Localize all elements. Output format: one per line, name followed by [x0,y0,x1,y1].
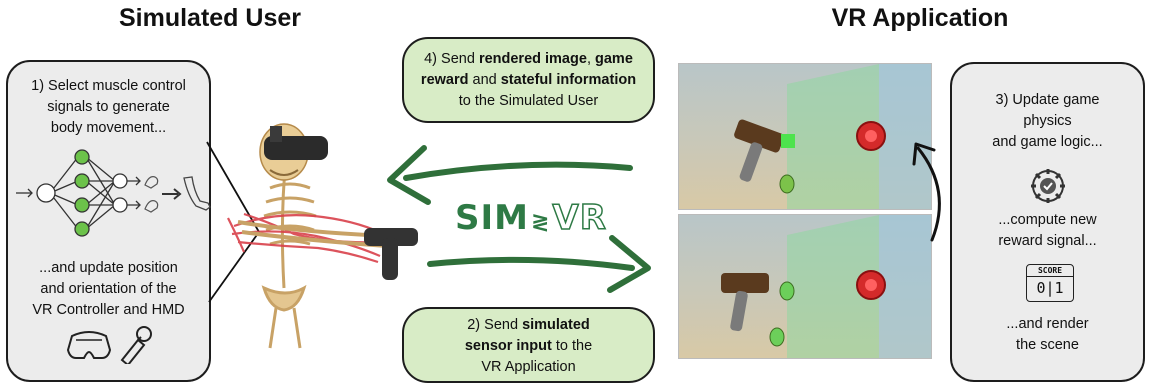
bold-span: simulated [522,317,590,333]
step3-line: and game logic... [992,134,1103,150]
step2-bubble: 2) Send simulated sensor input to the VR… [402,307,655,383]
text-span: 2) Send [467,317,523,333]
step1-text: 1) Select muscle control signals to gene… [8,76,209,139]
step2-line1: 2) Send simulated [404,315,653,336]
scene-graphics [721,215,931,358]
muscle-icon [144,176,159,213]
step1-line: 1) Select muscle control [31,78,186,94]
step3-line: the scene [1016,337,1079,353]
step4-line2: reward and stateful information [404,70,653,91]
step3b-text: ...compute new reward signal... [952,210,1143,252]
step1b-line: VR Controller and HMD [32,302,185,318]
step3c-text: ...and render the scene [952,314,1143,356]
step3-line: physics [1023,113,1072,129]
scoreboard-icon: SCORE 0|1 [1026,264,1074,302]
logo-sim: SIM [455,198,529,238]
step3-line: ...compute new [998,212,1097,228]
step3-line: 3) Update game [995,92,1100,108]
step4-line1: 4) Send rendered image, game [404,49,653,70]
skeleton-figure [227,123,418,349]
vr-scene-top [678,63,932,210]
neural-network-icon [16,149,211,237]
bold-span: rendered image [478,51,587,67]
update-loop-arrow [912,142,941,242]
bold-span: reward [420,72,469,88]
step3-text: 3) Update game physics and game logic... [952,90,1143,153]
scoreboard-digits: 0|1 [1036,279,1064,297]
logo-vr: VR [552,197,607,239]
text-span: 4) Send [424,51,479,67]
step1-line: body movement... [50,120,167,136]
step4-line3: to the Simulated User [458,93,599,109]
scoreboard-label: SCORE [1027,265,1073,277]
bold-span: game [595,51,633,67]
step4-bubble: 4) Send rendered image, game reward and … [402,37,655,123]
step2-line3: VR Application [481,359,576,375]
text-span: to the [551,338,593,354]
step1b-text: ...and update position and orientation o… [8,258,209,321]
step3-line: ...and render [1006,316,1089,332]
step4-text: 4) Send rendered image, game reward and … [404,49,653,112]
vr-scene-bottom [678,214,932,359]
step1b-line: and orientation of the [40,281,177,297]
simvr-logo: SIM≷VR [455,197,607,239]
vr-controller-icon [120,326,152,364]
simulated-user-title: Simulated User [118,4,301,32]
bold-span: stateful information [500,72,637,88]
step1-line: signals to generate [47,99,170,115]
vr-application-title: VR Application [831,4,1009,32]
text-span: and [468,72,501,88]
simulated-user-box: 1) Select muscle control signals to gene… [6,60,211,382]
scene-graphics [734,64,931,209]
step2-text: 2) Send simulated sensor input to the VR… [404,315,653,378]
flow-arrows [387,145,651,293]
text-span: , [586,51,595,67]
vr-headset-icon [66,331,112,359]
logo-chevron-icon: ≷ [530,210,551,235]
bold-span: sensor input [464,338,552,354]
arm-icon [183,176,211,211]
step1b-line: ...and update position [39,260,178,276]
step3-line: reward signal... [998,233,1097,249]
step2-line2: sensor input to the [404,336,653,357]
vr-application-box: 3) Update game physics and game logic...… [950,62,1145,382]
gear-check-icon [1031,169,1065,203]
